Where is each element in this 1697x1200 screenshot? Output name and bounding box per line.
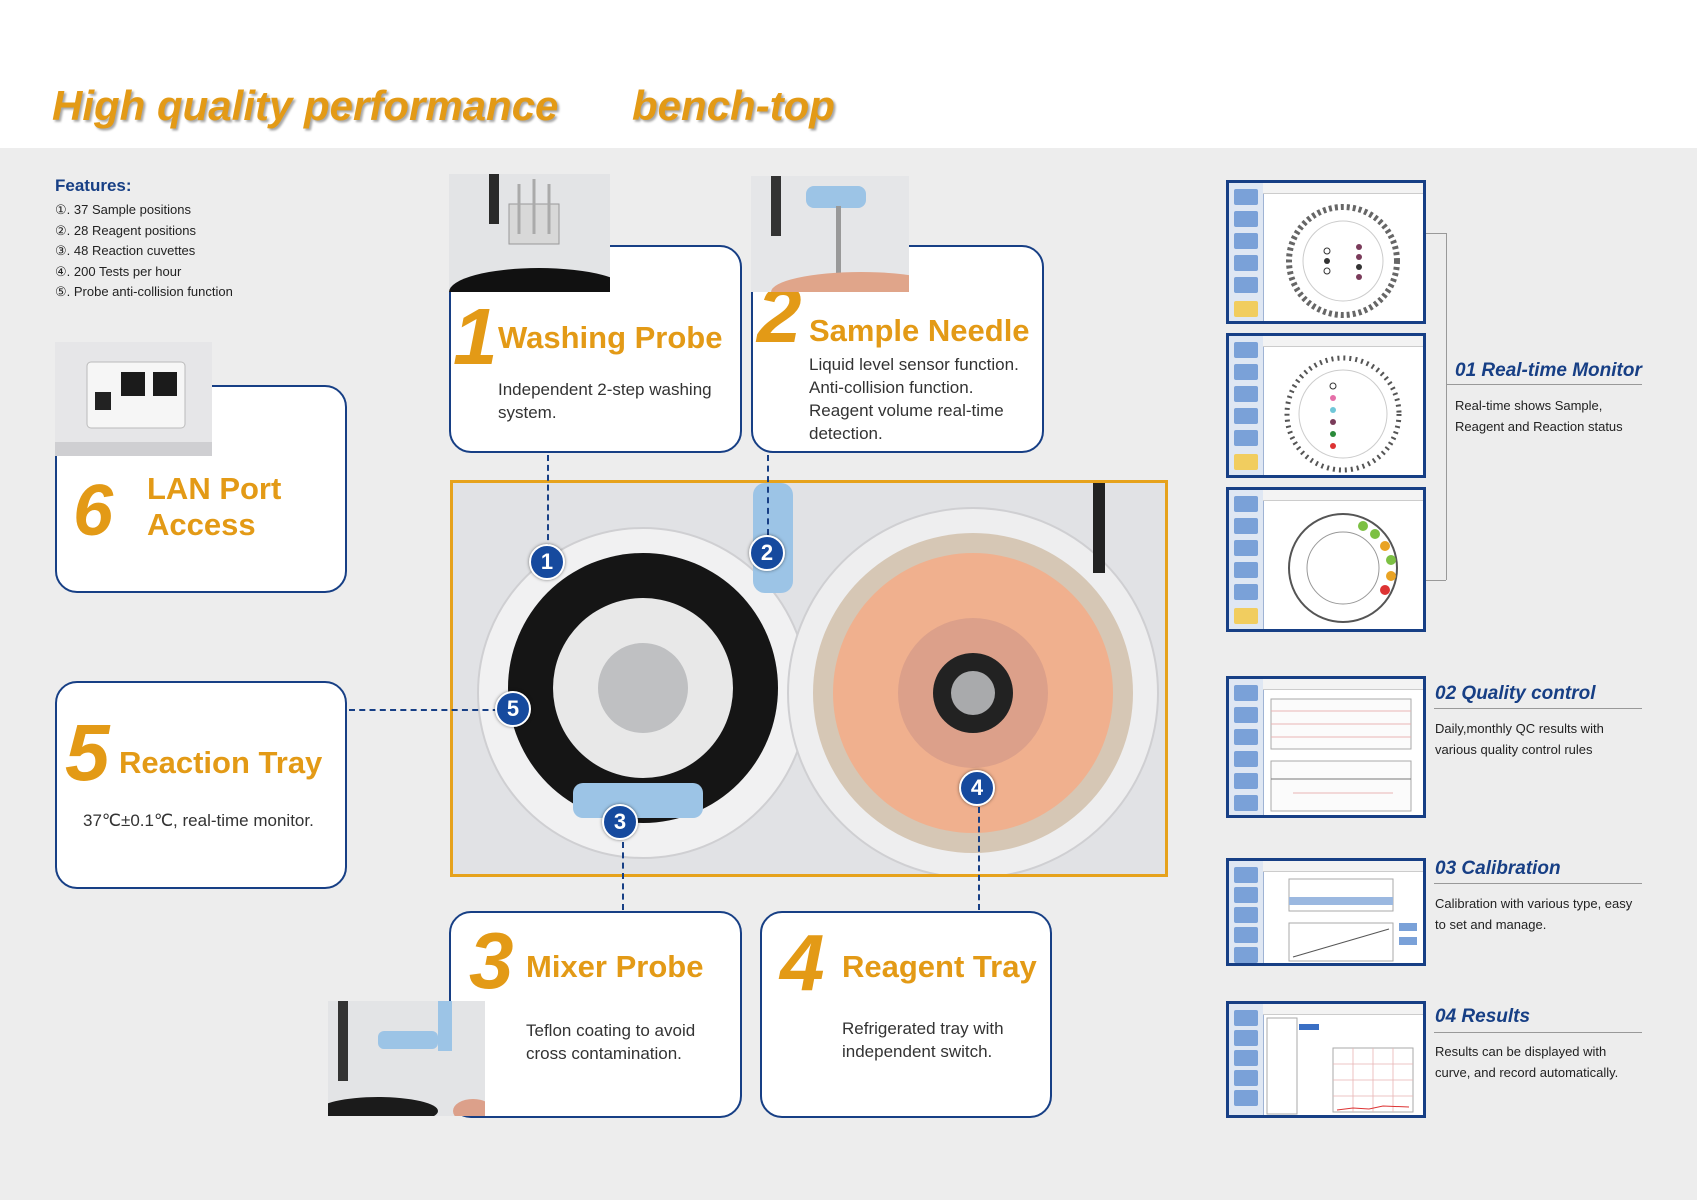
reaction-tray-card: 5 Reaction Tray 37℃±0.1℃, real-time moni… [55, 681, 347, 889]
reaction-tray-number: 5 [65, 708, 110, 797]
quality-control-title: 02 Quality control [1435, 683, 1596, 704]
washing-probe-photo [449, 174, 610, 292]
software-screenshot-monitor-2 [1226, 333, 1426, 478]
badge-mixer-probe: 3 [602, 804, 638, 840]
mixer-probe-photo [328, 1001, 485, 1116]
mixer-probe-title: Mixer Probe [526, 949, 704, 984]
sample-needle-photo [751, 176, 909, 292]
reagent-tray-card: 4 Reagent Tray Refrigerated tray with in… [760, 911, 1052, 1118]
badge-reagent-tray: 4 [959, 770, 995, 806]
bracket-line [1426, 233, 1446, 234]
software-screenshot-monitor-1 [1226, 180, 1426, 324]
connector-reaction [349, 709, 509, 711]
analyzer-photo [450, 480, 1168, 877]
lan-port-number: 6 [73, 471, 114, 551]
reagent-tray-title: Reagent Tray [842, 949, 1037, 984]
section-underline [1434, 883, 1642, 884]
section-underline [1434, 1032, 1642, 1033]
sample-needle-desc: Liquid level sensor function. Anti-colli… [809, 355, 1019, 443]
badge-reaction-tray: 5 [495, 691, 531, 727]
reaction-tray-title: Reaction Tray [119, 745, 323, 780]
features-list: Features: ①. 37 Sample positions ②. 28 R… [55, 176, 233, 303]
reagent-tray-number: 4 [780, 918, 825, 1007]
connector-sample [767, 455, 769, 535]
sample-needle-title: Sample Needle [809, 313, 1030, 348]
results-title: 04 Results [1435, 1006, 1531, 1027]
software-screenshot-monitor-3 [1226, 487, 1426, 632]
software-screenshot-calibration [1226, 858, 1426, 966]
lan-port-photo [55, 342, 212, 456]
lan-port-title: LAN Port Access [147, 471, 282, 542]
software-screenshot-results [1226, 1001, 1426, 1118]
feature-item: ②. 28 Reagent positions [55, 222, 197, 238]
software-screenshot-qc [1226, 676, 1426, 818]
results-desc: Results can be displayed with curve, and… [1435, 1044, 1619, 1080]
calibration-title: 03 Calibration [1435, 858, 1561, 879]
headline-left: High quality performance [52, 82, 559, 129]
quality-control-desc: Daily,monthly QC results with various qu… [1435, 721, 1604, 757]
washing-probe-title: Washing Probe [498, 320, 723, 355]
connector-reagent [978, 807, 980, 910]
features-heading: Features: [55, 176, 132, 195]
feature-item: ④. 200 Tests per hour [55, 263, 182, 279]
feature-item: ③. 48 Reaction cuvettes [55, 243, 196, 258]
mixer-probe-desc: Teflon coating to avoid cross contaminat… [526, 1021, 696, 1063]
mixer-probe-number: 3 [469, 916, 514, 1005]
bracket-line [1426, 580, 1446, 581]
mixer-probe-card: 3 Mixer Probe Teflon coating to avoid cr… [449, 911, 742, 1118]
section-underline [1434, 708, 1642, 709]
feature-item: ⑤. Probe anti-collision function [55, 284, 233, 299]
reagent-tray-desc: Refrigerated tray with independent switc… [842, 1019, 1004, 1061]
section-underline [1446, 384, 1642, 385]
headline-right: bench-top [632, 82, 835, 129]
connector-mixer [622, 842, 624, 910]
washing-probe-desc: Independent 2-step washing system. [498, 380, 712, 422]
badge-sample-needle: 2 [749, 535, 785, 571]
washing-probe-number: 1 [453, 292, 498, 381]
connector-washing [547, 455, 549, 550]
reaction-tray-desc: 37℃±0.1℃, real-time monitor. [83, 811, 314, 830]
feature-item: ①. 37 Sample positions [55, 202, 191, 217]
badge-washing-probe: 1 [529, 544, 565, 580]
realtime-monitor-desc: Real-time shows Sample, Reagent and Reac… [1455, 398, 1623, 434]
calibration-desc: Calibration with various type, easy to s… [1435, 896, 1633, 932]
bracket-line [1446, 233, 1447, 580]
realtime-monitor-title: 01 Real-time Monitor [1455, 360, 1642, 381]
